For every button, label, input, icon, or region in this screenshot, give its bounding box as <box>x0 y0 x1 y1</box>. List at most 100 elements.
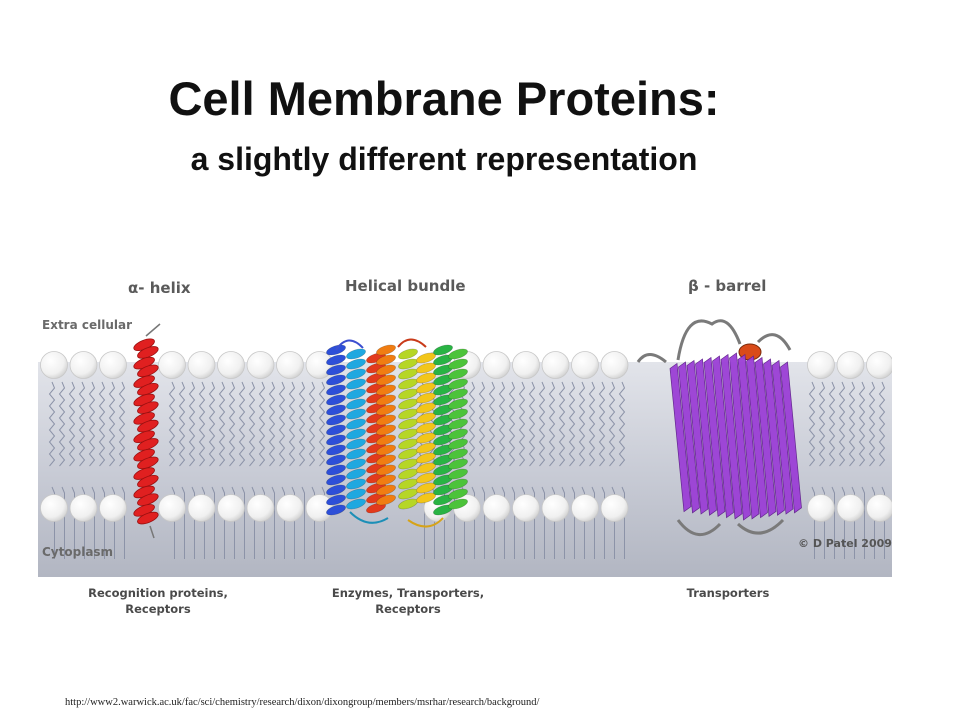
bundle-helix-turn <box>416 472 436 484</box>
bundle-helix-turn <box>376 344 396 356</box>
lipid-tail <box>858 381 866 467</box>
extracellular-label: Extra cellular <box>42 318 133 332</box>
bundle-helix-turn <box>416 492 436 504</box>
bundle-helix-turn <box>376 404 396 416</box>
barrel-loop <box>676 519 722 536</box>
bundle-helix-turn <box>376 414 396 426</box>
beta-strand <box>737 353 760 520</box>
lipid-tail <box>508 381 516 467</box>
bundle-helix-turn <box>326 394 346 406</box>
bundle-helix-turn <box>376 464 396 476</box>
lipid-tail <box>218 381 226 467</box>
beta-strand <box>729 352 751 521</box>
bundle-helix-turn <box>346 498 366 510</box>
cytoplasm-label: Cytoplasm <box>42 545 114 559</box>
beta-strand <box>669 362 692 513</box>
phospholipid-head <box>836 494 865 522</box>
bundle-helix-turn <box>346 468 366 480</box>
bundle-helix-turn <box>346 348 366 360</box>
phospholipid-head <box>40 494 68 522</box>
phospholipid-head <box>807 351 835 379</box>
lipid-tail <box>118 381 126 467</box>
bundle-loop <box>407 517 444 528</box>
lipid-tail <box>68 381 76 467</box>
membrane-diagram <box>38 319 892 577</box>
lipid-tail <box>308 381 316 467</box>
beta-strand <box>780 361 802 514</box>
lipid-tail <box>478 381 486 467</box>
bundle-helix-turn <box>448 428 468 440</box>
barrel-loop <box>676 319 742 361</box>
bundle-helix-turn <box>326 434 346 446</box>
phospholipid-head <box>99 351 127 379</box>
bundle-helix-turn <box>448 398 468 410</box>
barrel-loop <box>636 353 667 364</box>
bundle-helix-turn <box>346 378 366 390</box>
alpha-helix-end <box>149 525 155 539</box>
lipid-tail <box>831 486 835 559</box>
barrel-loop <box>736 518 785 535</box>
phospholipid-head <box>807 494 835 522</box>
helical-bundle-caption-line1: Enzymes, Transporters, <box>331 586 485 600</box>
lipid-tail <box>168 381 176 467</box>
alpha-helix-turn <box>137 364 159 378</box>
beta-barrel-heading: β - barrel <box>688 277 767 295</box>
beta-strand <box>712 355 734 519</box>
phospholipid-head <box>217 494 245 522</box>
lipid-tail <box>318 381 326 467</box>
bundle-helix-turn <box>326 364 346 376</box>
lipid-tail <box>488 381 496 467</box>
phospholipid-head <box>512 494 540 522</box>
phospholipid-head <box>40 351 68 379</box>
bundle-helix-turn <box>376 394 396 406</box>
lipid-tail <box>208 381 216 467</box>
bundle-helix-turn <box>398 348 418 360</box>
bundle-helix-turn <box>346 438 366 450</box>
bundle-helix-turn <box>416 442 436 454</box>
beta-strand <box>678 361 700 514</box>
bundle-helix-turn <box>448 378 468 390</box>
lipid-tail <box>91 486 95 559</box>
bundle-helix-turn <box>326 494 346 506</box>
bundle-helix-turn <box>326 404 346 416</box>
bundle-helix-turn <box>448 448 468 460</box>
slide-title: Cell Membrane Proteins: <box>168 72 720 125</box>
alpha-helix-caption-line2: Receptors <box>125 601 191 616</box>
phospholipid-head <box>866 351 892 379</box>
lipid-tail <box>278 381 286 467</box>
phospholipid-head <box>187 351 216 379</box>
lipid-tail <box>268 381 276 467</box>
bundle-helix-turn <box>346 398 366 410</box>
bundle-helix-turn <box>448 388 468 400</box>
alpha-helix-turn <box>137 346 159 359</box>
bundle-helix-turn <box>366 502 386 514</box>
phospholipid-head <box>69 351 98 379</box>
bundle-loop <box>349 511 389 524</box>
lipid-tail <box>518 381 526 467</box>
bundle-helix-turn <box>326 504 346 516</box>
phospholipid-head <box>69 494 98 522</box>
lipid-tail <box>481 486 485 559</box>
bundle-helix-turn <box>416 462 436 474</box>
beta-strand <box>720 353 743 520</box>
alpha-helix-heading: α- helix <box>128 279 191 297</box>
bundle-helix-turn <box>376 374 396 386</box>
beta-strand <box>703 356 726 518</box>
beta-barrel-caption-line1: Transporters <box>686 586 770 600</box>
lipid-tail <box>238 381 246 467</box>
bundle-helix-turn <box>416 452 436 464</box>
bundle-helix-turn <box>416 402 436 414</box>
lipid-tail <box>828 381 836 467</box>
bundle-helix-turn <box>448 418 468 430</box>
phospholipid-head <box>571 351 599 379</box>
bundle-helix-turn <box>346 368 366 380</box>
beta-strand <box>686 359 709 515</box>
phospholipid-head <box>99 494 127 522</box>
bundle-helix-turn <box>326 374 346 386</box>
alpha-helix-turn <box>137 438 159 451</box>
lipid-tail <box>598 381 606 467</box>
lipid-tail <box>271 486 275 559</box>
bundle-helix-turn <box>326 454 346 466</box>
bundle-helix-turn <box>326 384 346 396</box>
bundle-helix-turn <box>416 352 436 364</box>
